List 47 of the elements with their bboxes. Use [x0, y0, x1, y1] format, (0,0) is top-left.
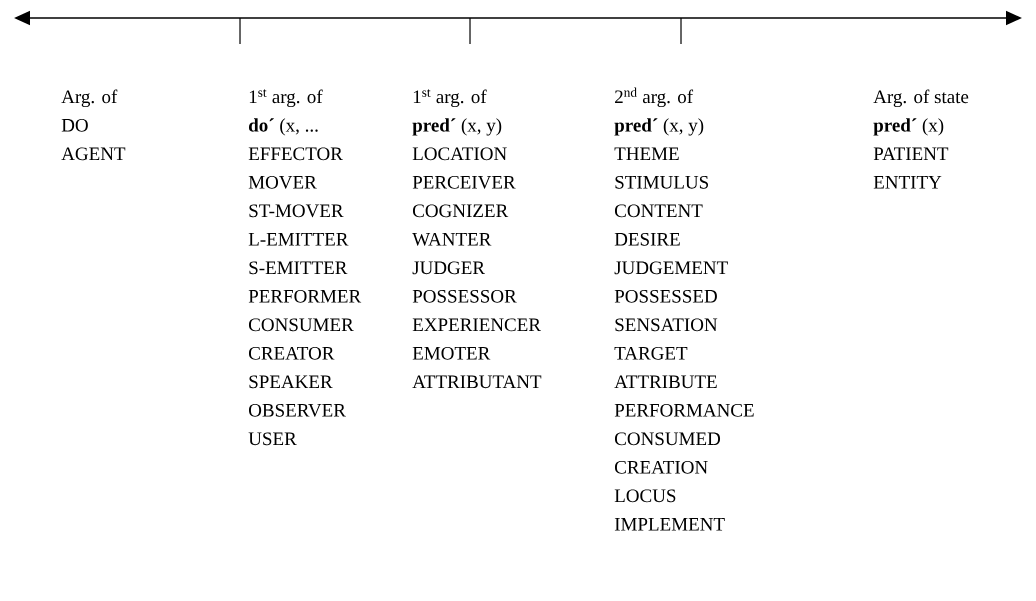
label-text: Arg. of state [873, 89, 969, 108]
label-text: SPEAKER [249, 375, 333, 389]
label-text: CREATOR [249, 346, 335, 360]
label-text: ST-MOVER [249, 204, 344, 218]
label-text: EXPERIENCER [412, 318, 541, 332]
label-text: IMPLEMENT [614, 518, 725, 531]
label-text: POSSESSED [614, 289, 717, 303]
label-text: 1$^{st}$ arg. of [249, 89, 323, 108]
label-text: MOVER [248, 175, 317, 189]
label-text: PATIENT [873, 147, 949, 160]
label-text: PERFORMER [248, 289, 362, 303]
label-text: TARGET [614, 346, 688, 360]
label-text: 1$^{st}$ arg. of [413, 89, 487, 108]
label-text: JUDGEMENT [614, 261, 728, 275]
label-text: do´ (x, ... [249, 118, 318, 136]
label-text: STIMULUS [615, 175, 708, 189]
label-text: PERFORMANCE [614, 403, 754, 417]
label-text: CONTENT [615, 204, 703, 218]
label-text: USER [248, 432, 297, 446]
label-text: EFFECTOR [248, 147, 343, 161]
label-text: AGENT [61, 147, 126, 161]
label-text: ENTITY [873, 176, 942, 189]
label-text: pred´ (x) [873, 118, 944, 136]
label-text: pred´ (x, y) [412, 118, 502, 136]
label-text: JUDGER [412, 261, 485, 275]
label-text: DO [61, 118, 88, 132]
label-text: Arg. of [61, 89, 118, 108]
label-text: EMOTER [412, 346, 491, 360]
label-text: L-EMITTER [248, 233, 349, 246]
label-text: ATTRIBUTANT [412, 375, 542, 389]
label-text: 2$^{nd}$ arg. of [615, 87, 694, 108]
label-text: CREATION [615, 460, 708, 474]
label-text: ATTRIBUTE [614, 375, 717, 389]
label-text: OBSERVER [249, 403, 346, 417]
label-text: CONSUMER [249, 318, 354, 332]
label-text: DESIRE [614, 232, 680, 246]
label-text: LOCATION [412, 147, 507, 161]
label-text: S-EMITTER [249, 261, 348, 275]
label-text: THEME [614, 147, 679, 160]
label-text: POSSESSOR [412, 289, 517, 303]
label-text: SENSATION [615, 318, 718, 332]
label-text: WANTER [412, 232, 492, 246]
label-text: PERCEIVER [412, 175, 516, 189]
label-text: CONSUMED [615, 432, 721, 446]
label-text: COGNIZER [413, 204, 509, 218]
label-text: LOCUS [614, 489, 676, 503]
label-text: pred´ (x, y) [614, 118, 704, 136]
